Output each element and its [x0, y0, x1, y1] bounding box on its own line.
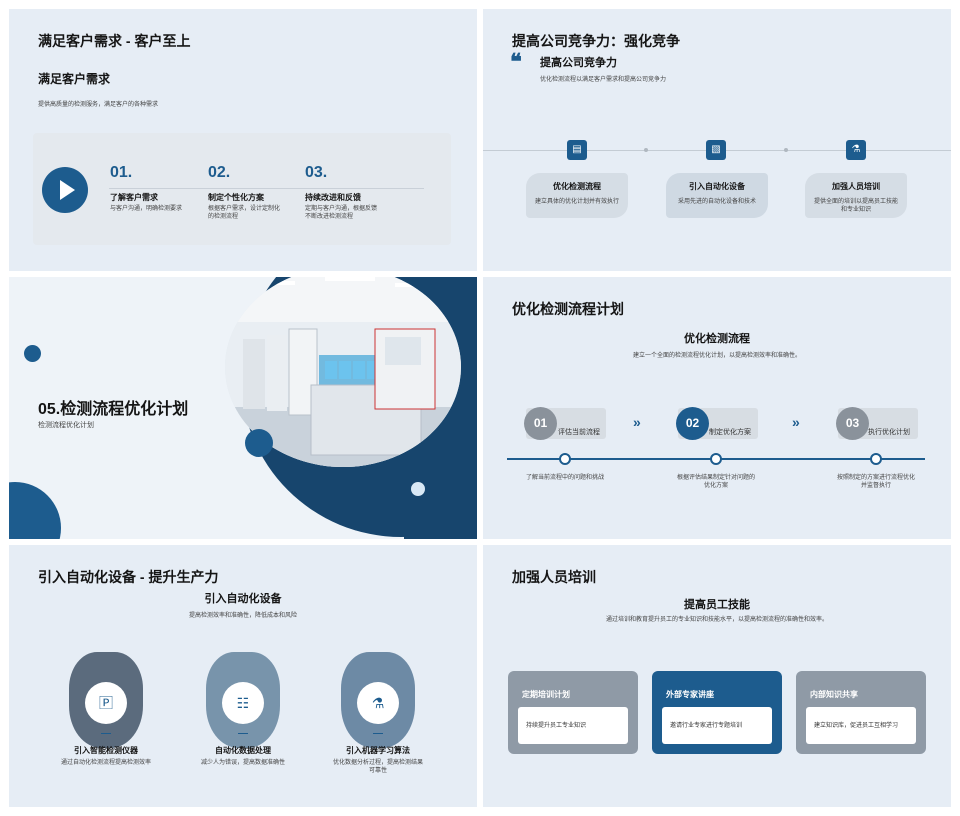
step-number: 03.: [305, 164, 328, 181]
step-description: 根据评估结果制定针对问题的优化方案: [676, 475, 755, 490]
item-description: 优化数据分析过程，提高检测结果可靠性: [332, 760, 423, 775]
document-icon: 🄿: [85, 682, 127, 724]
slide-description: 通过培训和教育提升员工的专业知识和技能水平，以提高检测流程的准确性和效率。: [605, 617, 828, 623]
step-description: 与客户沟通，明确检测要求: [110, 206, 183, 212]
card-heading: 引入自动化设备: [689, 182, 745, 191]
steps-panel: [33, 133, 451, 245]
section-heading: 05.检测流程优化计划: [38, 401, 189, 418]
slide-subtitle: 满足客户需求: [38, 72, 111, 86]
item-heading: 自动化数据处理: [215, 746, 271, 755]
step-badge: 03: [836, 407, 869, 440]
card-description: 持续提升员工专业知识: [518, 707, 628, 744]
card-description: 提供全面的培训以提高员工技能和专业知识: [813, 199, 898, 214]
step-heading: 持续改进和反馈: [305, 193, 361, 202]
card-heading: 优化检测流程: [553, 182, 601, 191]
decorative-dot: [24, 345, 41, 362]
timeline-dot: [784, 148, 788, 152]
card-training: 加强人员培训 提供全面的培训以提高员工技能和专业知识: [805, 173, 907, 218]
slide-competitiveness[interactable]: 提高公司竞争力：强化竞争 ❝ 提高公司竞争力 优化检测流程以满足客户需求和提高公…: [483, 9, 951, 271]
slide-process-plan[interactable]: 优化检测流程计划 优化检测流程 建立一个全面的检测流程优化计划，以提高检测效率和…: [483, 277, 951, 539]
slide-title: 引入自动化设备 - 提升生产力: [38, 569, 219, 585]
slide-description: 提供高质量的检测服务，满足客户的各种需求: [38, 102, 159, 108]
divider: [238, 733, 248, 734]
card-heading: 内部知识共享: [810, 690, 858, 699]
slide-description: 提高检测效率和准确性，降低成本和风险: [188, 613, 297, 619]
document-icon: ▤: [567, 140, 587, 160]
quote-icon: ❝: [510, 49, 522, 75]
step-heading: 了解客户需求: [110, 193, 158, 202]
step-description: 定期与客户沟通，根据反馈不断改进检测流程: [305, 206, 378, 221]
item-description: 减少人为错误，提高数据准确性: [200, 760, 285, 766]
step-badge: 01: [524, 407, 557, 440]
slide-subtitle: 引入自动化设备: [204, 593, 282, 605]
flask-icon: ⚗: [846, 140, 866, 160]
item-image-frame: ⚗: [341, 652, 415, 748]
divider: [109, 188, 424, 189]
divider: [373, 733, 383, 734]
play-icon[interactable]: [42, 167, 88, 213]
divider: [101, 733, 111, 734]
network-icon: ☷: [222, 682, 264, 724]
slide-automation[interactable]: 引入自动化设备 - 提升生产力 引入自动化设备 提高检测效率和准确性，降低成本和…: [9, 545, 477, 807]
step-heading: 制定个性化方案: [208, 193, 264, 202]
step-3: 03. 持续改进和反馈 定期与客户沟通，根据反馈不断改进检测流程: [305, 164, 380, 222]
slide-title: 加强人员培训: [512, 569, 596, 585]
slide-description: 优化检测流程以满足客户需求和提高公司竞争力: [540, 77, 667, 83]
chevron-right-icon: »: [792, 414, 800, 430]
step-description: 了解当前流程中的问题和挑战: [525, 475, 604, 481]
item-description: 通过自动化检测流程提高检测效率: [60, 760, 151, 766]
slide-subtitle: 提高公司竞争力: [540, 57, 617, 69]
slide-customer-needs[interactable]: 满足客户需求 - 客户至上 满足客户需求 提供高质量的检测服务，满足客户的各种需…: [9, 9, 477, 271]
timeline-dot: [644, 148, 648, 152]
step-2: 02. 制定个性化方案 根据客户需求，设计定制化的检测流程: [208, 164, 283, 222]
card-description: 邀请行业专家进行专题培训: [662, 707, 772, 744]
card-description: 建立知识库，促进员工互相学习: [806, 707, 916, 744]
image-icon: ▧: [706, 140, 726, 160]
slide-title: 提高公司竞争力：强化竞争: [512, 33, 680, 49]
card-description: 建立具体的优化计划并有效执行: [534, 199, 619, 205]
item-image-frame: 🄿: [69, 652, 143, 748]
timeline-node: [559, 453, 571, 465]
step-number: 01.: [110, 164, 133, 181]
item-heading: 引入机器学习算法: [346, 746, 410, 755]
chevron-right-icon: »: [633, 414, 641, 430]
decorative-dot: [245, 429, 273, 457]
slide-training[interactable]: 加强人员培训 提高员工技能 通过培训和教育提升员工的专业知识和技能水平，以提高检…: [483, 545, 951, 807]
training-card: 定期培训计划 持续提升员工专业知识: [508, 671, 638, 754]
card-heading: 加强人员培训: [832, 182, 880, 191]
step-1: 01. 了解客户需求 与客户沟通，明确检测要求: [110, 164, 185, 213]
training-card: 外部专家讲座 邀请行业专家进行专题培训: [652, 671, 782, 754]
step-description: 根据客户需求，设计定制化的检测流程: [208, 206, 281, 221]
card-heading: 定期培训计划: [522, 690, 570, 699]
step-description: 按照制定的方案进行流程优化并监督执行: [836, 475, 915, 490]
training-card: 内部知识共享 建立知识库，促进员工互相学习: [796, 671, 926, 754]
automation-item: 自动化数据处理 减少人为错误，提高数据准确性: [197, 745, 289, 767]
step-badge: 02: [676, 407, 709, 440]
step-number: 02.: [208, 164, 231, 181]
slide-title: 满足客户需求 - 客户至上: [38, 33, 191, 49]
timeline-node: [710, 453, 722, 465]
decorative-dot: [411, 482, 425, 496]
item-heading: 引入智能检测仪器: [74, 746, 138, 755]
slide-section-cover[interactable]: 05.检测流程优化计划 检测流程优化计划: [9, 277, 477, 539]
section-description: 检测流程优化计划: [38, 422, 94, 429]
item-image-frame: ☷: [206, 652, 280, 748]
card-description: 采用先进的自动化设备和技术: [677, 199, 756, 205]
card-heading: 外部专家讲座: [666, 690, 714, 699]
automation-item: 引入智能检测仪器 通过自动化检测流程提高检测效率: [60, 745, 152, 767]
slide-title: 优化检测流程计划: [512, 301, 624, 317]
slide-subtitle: 提高员工技能: [684, 599, 750, 611]
timeline-node: [870, 453, 882, 465]
slide-subtitle: 优化检测流程: [684, 333, 750, 345]
flask-icon: ⚗: [357, 682, 399, 724]
step-label: 评估当前流程: [558, 429, 600, 436]
step-label: 制定优化方案: [709, 429, 751, 436]
slide-description: 建立一个全面的检测流程优化计划，以提高检测效率和准确性。: [632, 353, 801, 359]
automation-item: 引入机器学习算法 优化数据分析过程，提高检测结果可靠性: [332, 745, 424, 776]
step-label: 执行优化计划: [868, 429, 910, 436]
card-automation: 引入自动化设备 采用先进的自动化设备和技术: [666, 173, 768, 218]
card-optimize-process: 优化检测流程 建立具体的优化计划并有效执行: [526, 173, 628, 218]
decorative-circle: [9, 482, 61, 539]
